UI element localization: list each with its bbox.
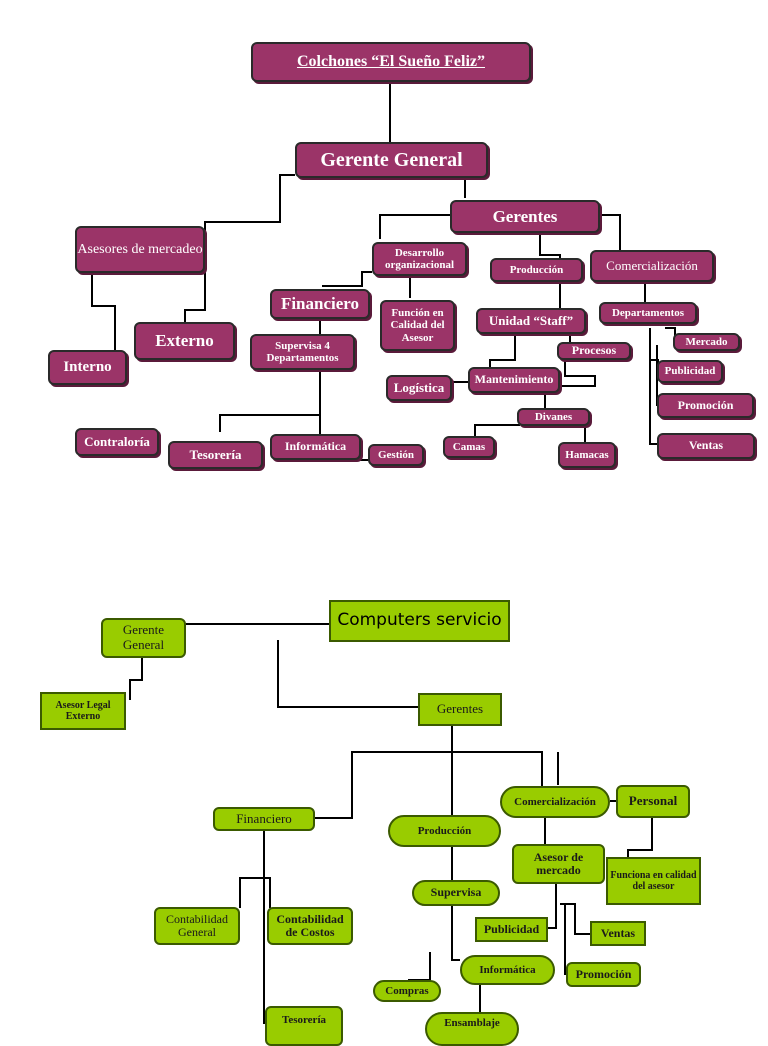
tesoreria-node-2: Tesorería bbox=[265, 1006, 343, 1046]
tesoreria-node: Tesorería bbox=[168, 441, 263, 469]
desarrollo-organizacional-node: Desarrollo organizacional bbox=[372, 242, 467, 276]
contraloria-node: Contraloría bbox=[75, 428, 159, 456]
org1-title: Colchones “El Sueño Feliz” bbox=[251, 42, 531, 82]
asesor-legal-node: Asesor Legal Externo bbox=[40, 692, 126, 730]
ventas-node-2: Ventas bbox=[590, 921, 646, 946]
gerente-general-node: Gerente General bbox=[295, 142, 488, 178]
publicidad-node: Publicidad bbox=[657, 360, 723, 383]
informatica-node-2: Informática bbox=[460, 955, 555, 985]
supervisa-node: Supervisa bbox=[412, 880, 500, 906]
personal-node: Personal bbox=[616, 785, 690, 818]
contabilidad-general-node: Contabilidad General bbox=[154, 907, 240, 945]
procesos-node: Procesos bbox=[557, 342, 631, 360]
ensamblaje-node: Ensamblaje bbox=[425, 1012, 519, 1046]
gestion-node: Gestión bbox=[368, 444, 424, 466]
departamentos-node: Departamentos bbox=[599, 302, 697, 324]
hamacas-node: Hamacas bbox=[558, 442, 616, 468]
promocion-node: Promoción bbox=[657, 393, 754, 418]
unidad-staff-node: Unidad “Staff” bbox=[476, 308, 586, 334]
org2-title: Computers servicio bbox=[329, 600, 510, 642]
interno-node: Interno bbox=[48, 350, 127, 385]
externo-node: Externo bbox=[134, 322, 235, 360]
produccion-node: Producción bbox=[490, 258, 583, 282]
asesor-mercado-node: Asesor de mercado bbox=[512, 844, 605, 884]
ventas-node: Ventas bbox=[657, 433, 755, 459]
compras-node: Compras bbox=[373, 980, 441, 1002]
funcion-calidad-node: Función en Calidad del Asesor bbox=[380, 300, 455, 351]
comercializacion-node: Comercialización bbox=[590, 250, 714, 282]
gerentes-node-2: Gerentes bbox=[418, 693, 502, 726]
informatica-node: Informática bbox=[270, 434, 361, 460]
asesores-mercadeo-node: Asesores de mercadeo bbox=[75, 226, 205, 273]
produccion-node-2: Producción bbox=[388, 815, 501, 847]
gerente-general-node-2: Gerente General bbox=[101, 618, 186, 658]
publicidad-node-2: Publicidad bbox=[475, 917, 548, 942]
financiero-node-2: Financiero bbox=[213, 807, 315, 831]
promocion-node-2: Promoción bbox=[566, 962, 641, 987]
financiero-node: Financiero bbox=[270, 289, 370, 319]
mercado-node: Mercado bbox=[673, 333, 740, 351]
camas-node: Camas bbox=[443, 436, 495, 458]
supervisa-departamentos-node: Supervisa 4 Departamentos bbox=[250, 334, 355, 370]
contabilidad-costos-node: Contabilidad de Costos bbox=[267, 907, 353, 945]
gerentes-node: Gerentes bbox=[450, 200, 600, 233]
funciona-calidad-node: Funciona en calidad del asesor bbox=[606, 857, 701, 905]
divanes-node: Divanes bbox=[517, 408, 590, 426]
logistica-node: Logística bbox=[386, 375, 452, 401]
comercializacion-node-2: Comercialización bbox=[500, 786, 610, 818]
mantenimiento-node: Mantenimiento bbox=[468, 367, 560, 393]
